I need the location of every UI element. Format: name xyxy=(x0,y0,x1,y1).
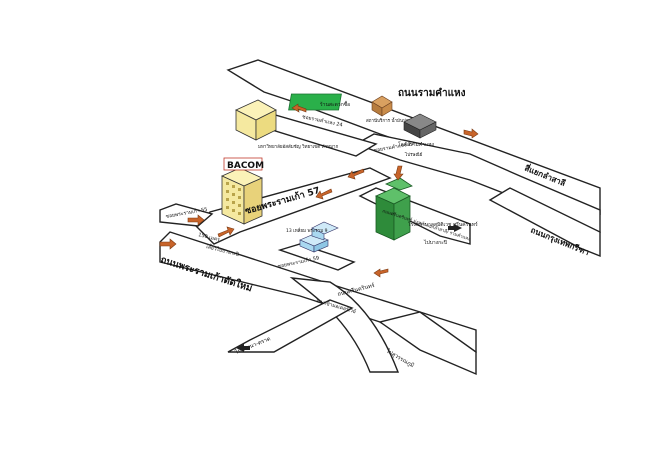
route-arrow xyxy=(217,226,235,238)
route-arrow xyxy=(187,214,205,226)
condo-building-icon xyxy=(299,221,339,253)
route-arrow xyxy=(463,128,479,139)
lotus-label: โลตัสรามคำแหง xyxy=(398,141,435,148)
box-store-icon xyxy=(371,95,393,117)
road-motorway xyxy=(289,277,400,373)
route-arrow xyxy=(159,238,177,250)
route-arrow xyxy=(347,168,365,180)
bacom-logo: BACOM xyxy=(227,161,264,171)
route-arrow xyxy=(373,268,389,278)
road-krungthep-kritha xyxy=(488,187,601,258)
bacom-logo-box xyxy=(223,157,263,171)
condo-label: 13 เหลี่ยม พระราม 9 xyxy=(286,227,328,234)
label-to-bangkapi: ไปบางกะปิ xyxy=(423,239,447,246)
bacom-building-icon xyxy=(221,167,263,225)
hospital-tower-icon xyxy=(375,177,413,241)
road-soi-57 xyxy=(195,167,392,245)
route-arrow xyxy=(291,103,307,113)
route-arrow xyxy=(315,188,333,200)
direction-arrow-right xyxy=(448,224,462,232)
label-150m: 150 เมตร xyxy=(198,232,221,243)
university-label: มหาวิทยาลัยอัสสัมชัญ วิทยาเขต หัวหมาก xyxy=(258,144,339,150)
road-soi-59 xyxy=(277,243,356,271)
label-ramkhamhaeng: ถนนรามคำแหง xyxy=(398,87,466,99)
road-suvarnabhumi xyxy=(378,311,477,376)
direction-arrow-left xyxy=(236,344,250,352)
route-arrow xyxy=(393,165,404,181)
green-sign-label: ร้านสะดวกซื้อ xyxy=(320,99,350,108)
post-office-label: ไปรษณีย์ xyxy=(404,151,423,158)
university-building-icon xyxy=(235,99,277,141)
box-store-label: สถานีบริการ น้ำมันปตท xyxy=(366,117,412,124)
hospital-label: โรงพยาบาลสมิติเวช ศรีนครินทร์ xyxy=(408,221,478,228)
green-sign xyxy=(288,93,342,111)
road-bangna-trat xyxy=(227,299,354,353)
lotus-building-icon xyxy=(403,113,437,139)
road-srinakarin xyxy=(354,133,601,234)
